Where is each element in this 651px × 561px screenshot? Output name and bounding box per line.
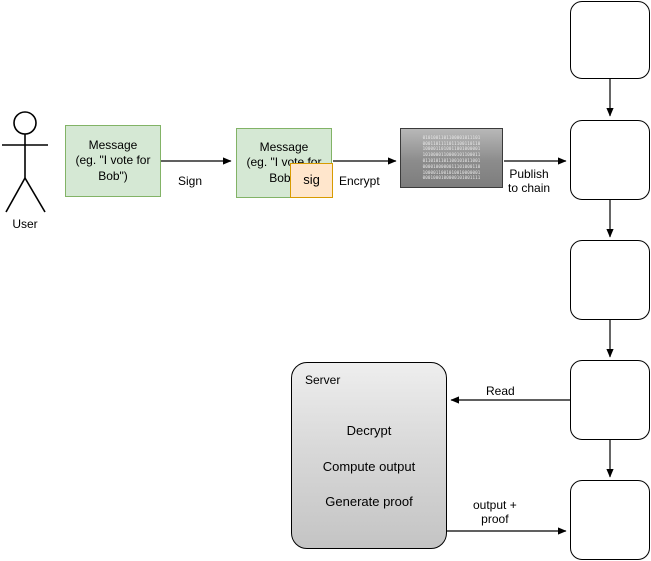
edge-label-sign: Sign bbox=[178, 174, 202, 188]
ciphertext-content: 0101001101100001011101 00011011110111001… bbox=[422, 134, 481, 181]
edge-label-read-text: Read bbox=[486, 384, 515, 398]
message-plain-line-3: Bob") bbox=[98, 168, 128, 183]
server-step-generate-proof: Generate proof bbox=[291, 494, 447, 509]
server-step-generate-proof-text: Generate proof bbox=[325, 494, 413, 509]
message-plain-line-2: (eg. "I vote for bbox=[75, 153, 151, 168]
stick-figure-icon bbox=[2, 111, 48, 213]
chain-block-1[interactable] bbox=[570, 1, 650, 79]
chain-block-4[interactable] bbox=[570, 360, 650, 440]
message-plain-box[interactable]: Message (eg. "I vote for Bob") bbox=[65, 125, 161, 197]
server-title-text: Server bbox=[305, 373, 341, 387]
edge-label-read: Read bbox=[486, 384, 515, 398]
signature-label: sig bbox=[303, 172, 320, 188]
server-step-decrypt: Decrypt bbox=[291, 423, 447, 438]
chain-block-2[interactable] bbox=[570, 120, 650, 200]
server-step-decrypt-text: Decrypt bbox=[346, 423, 392, 438]
server-box[interactable] bbox=[291, 362, 447, 549]
chain-block-5[interactable] bbox=[570, 480, 650, 560]
edge-label-publish-line-1: Publish bbox=[509, 167, 549, 181]
server-step-compute-output: Compute output bbox=[291, 459, 447, 474]
edge-label-encrypt: Encrypt bbox=[339, 174, 380, 188]
edge-label-publish-line-2: to chain bbox=[508, 181, 551, 196]
actor-label-text: User bbox=[12, 217, 38, 231]
edge-label-output-proof: output + proof bbox=[473, 498, 517, 527]
actor-label: User bbox=[0, 217, 52, 231]
server-title: Server bbox=[305, 373, 340, 387]
edge-label-sign-text: Sign bbox=[178, 174, 203, 188]
server-step-compute-output-text: Compute output bbox=[322, 459, 416, 474]
chain-block-3[interactable] bbox=[570, 240, 650, 320]
message-signed-line-1: Message bbox=[259, 139, 309, 154]
edge-label-encrypt-text: Encrypt bbox=[339, 174, 380, 188]
edge-label-output-proof-line-1: output + bbox=[473, 498, 517, 512]
signature-box[interactable]: sig bbox=[290, 163, 333, 198]
ciphertext-box[interactable]: 0101001101100001011101 00011011110111001… bbox=[400, 128, 503, 188]
message-plain-line-1: Message bbox=[88, 137, 138, 152]
edge-label-publish-to-chain: Publish to chain bbox=[508, 167, 550, 196]
edge-label-output-proof-line-2: proof bbox=[481, 512, 509, 527]
